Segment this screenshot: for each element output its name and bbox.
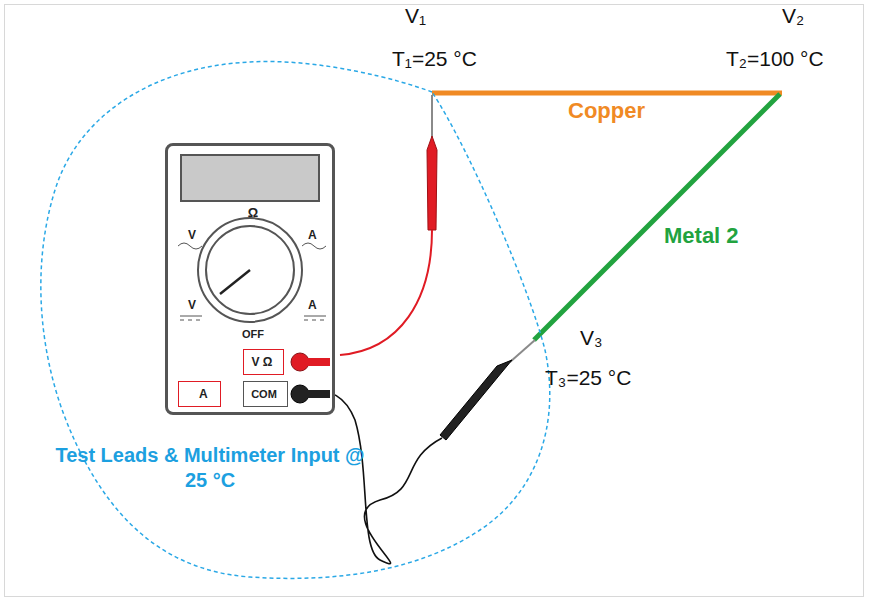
black-plug xyxy=(306,390,330,398)
dial-ring xyxy=(198,218,302,322)
multimeter-body: Ω V A V A OFF V Ω COM A xyxy=(165,143,335,415)
red-lead xyxy=(340,230,432,355)
red-probe xyxy=(427,136,437,230)
input-jack: COM xyxy=(243,381,288,407)
metal2-wire xyxy=(534,94,780,340)
region-label: Test Leads & Multimeter Input @ 25 °C xyxy=(45,443,375,493)
region-outline xyxy=(41,62,550,579)
dial-label: V xyxy=(188,299,196,312)
jack-label: COM xyxy=(244,388,284,400)
annotation-label: V₂ xyxy=(782,4,804,27)
annotation-label: T₃=25 °C xyxy=(545,366,631,389)
dial-pointer xyxy=(220,270,250,294)
black-probe xyxy=(440,360,512,440)
jack-label: A xyxy=(199,388,208,401)
dial-label: OFF xyxy=(225,328,281,340)
ac-symbol xyxy=(178,243,326,249)
annotation-label: Copper xyxy=(568,99,645,123)
probe-tip xyxy=(510,340,535,362)
annotation-label: V₁ xyxy=(405,4,426,27)
region: Test Leads & Multimeter Input @ 25 °C Ω V A… xyxy=(35,55,565,583)
probe-tip xyxy=(431,95,433,138)
copper-wire xyxy=(432,91,782,96)
jack-label: V Ω xyxy=(244,356,280,369)
dial xyxy=(206,226,294,314)
annotation-label: T₁=25 °C xyxy=(392,47,477,70)
dc-symbol xyxy=(180,316,326,320)
dial-label: A xyxy=(308,299,317,312)
dial-label: Ω xyxy=(240,206,266,220)
dial-label: A xyxy=(308,229,317,242)
dial-label: V xyxy=(188,229,196,242)
annotation-label: Metal 2 xyxy=(664,224,739,248)
input-jack: V Ω xyxy=(243,349,284,375)
annotation-label: T₂=100 °C xyxy=(726,47,824,70)
red-plug xyxy=(306,358,330,366)
annotation-label: V₃ xyxy=(580,326,603,349)
display xyxy=(181,155,319,201)
black-lead xyxy=(310,390,442,564)
input-jack: A xyxy=(178,381,221,407)
